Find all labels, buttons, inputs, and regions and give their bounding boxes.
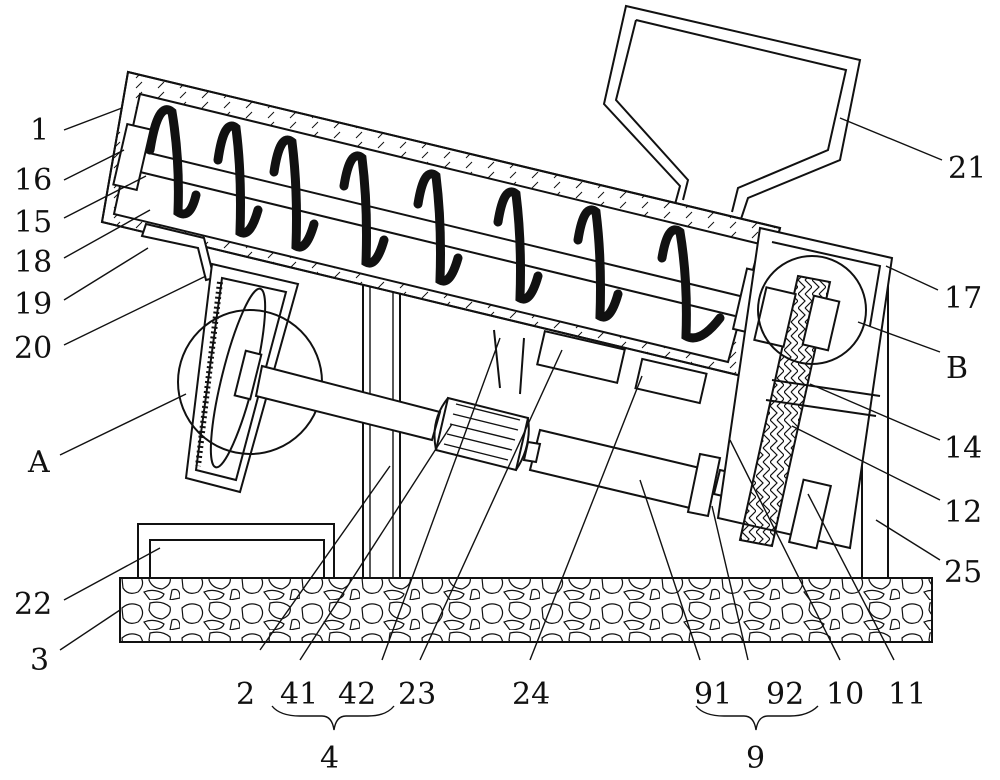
label-2: 2 xyxy=(236,677,255,712)
brace-group-4 xyxy=(271,705,395,731)
label-B: B xyxy=(946,351,968,386)
label-19: 19 xyxy=(14,287,52,322)
label-21: 21 xyxy=(948,151,986,186)
callout-labels: 1 16 15 18 19 20 A 22 3 2 41 42 23 24 91… xyxy=(14,113,986,776)
label-17: 17 xyxy=(944,281,982,316)
spiral-blade xyxy=(145,105,725,343)
base-plate xyxy=(119,577,933,643)
label-15: 15 xyxy=(14,205,52,240)
hydraulic-cylinder xyxy=(522,428,748,518)
label-4: 4 xyxy=(320,741,339,776)
label-42: 42 xyxy=(338,677,376,712)
label-A: A xyxy=(27,445,50,480)
label-24: 24 xyxy=(512,677,550,712)
label-20: 20 xyxy=(14,331,52,366)
label-23: 23 xyxy=(398,677,436,712)
feed-hopper xyxy=(602,4,862,224)
label-9: 9 xyxy=(746,741,765,776)
connector-23 xyxy=(493,329,525,395)
leader-lines xyxy=(59,107,943,661)
label-41: 41 xyxy=(280,677,318,712)
label-12: 12 xyxy=(944,495,982,530)
label-3: 3 xyxy=(30,643,49,678)
label-18: 18 xyxy=(14,245,52,280)
label-22: 22 xyxy=(14,587,52,622)
label-11: 11 xyxy=(888,677,926,712)
collection-box xyxy=(137,523,335,579)
label-14: 14 xyxy=(944,431,982,466)
label-25: 25 xyxy=(944,555,982,590)
brace-group-9 xyxy=(695,705,819,731)
fan-shaft xyxy=(254,364,442,442)
label-16: 16 xyxy=(14,163,52,198)
label-10: 10 xyxy=(826,677,864,712)
drive-motor-gear xyxy=(433,396,530,472)
screw-rod xyxy=(738,255,881,550)
label-1: 1 xyxy=(30,113,49,148)
label-91: 91 xyxy=(694,677,732,712)
discharge-chute xyxy=(140,222,216,282)
label-92: 92 xyxy=(766,677,804,712)
connector-24 xyxy=(536,330,708,405)
fan-housing xyxy=(177,262,323,494)
